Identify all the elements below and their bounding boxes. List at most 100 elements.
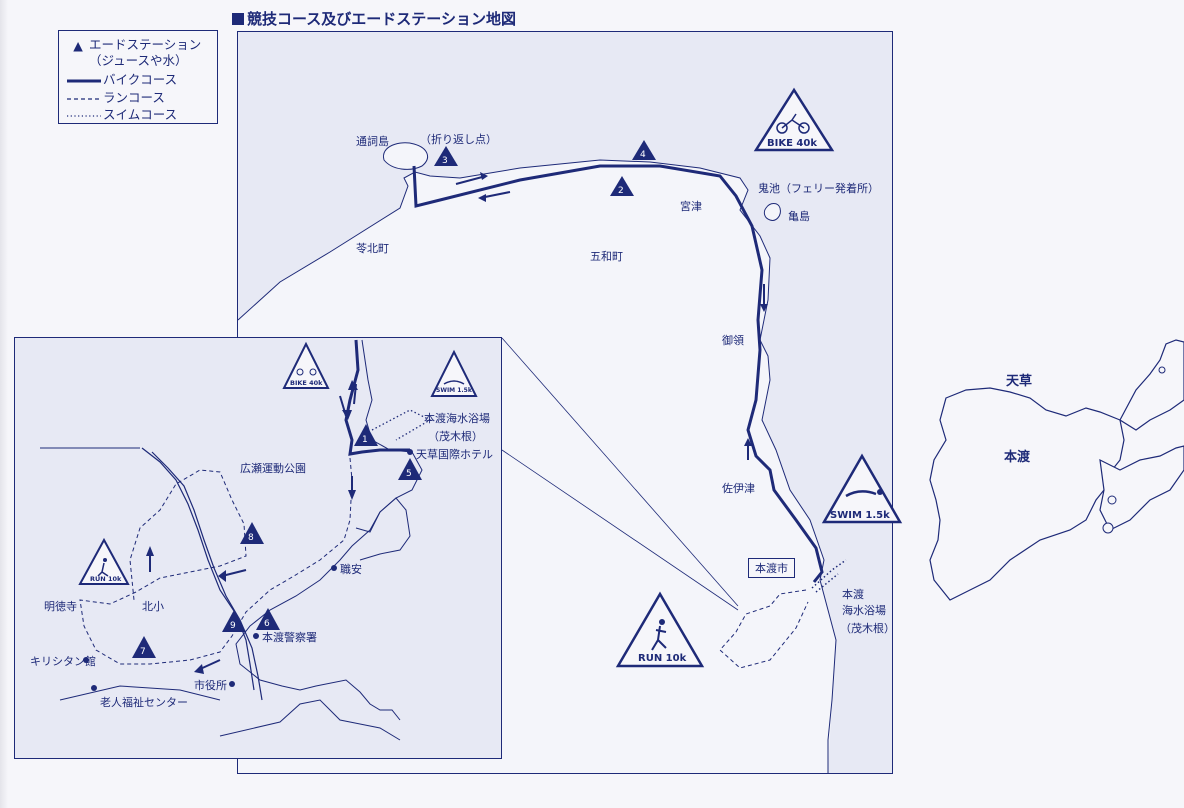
aid-station-9-number: 9 xyxy=(230,621,236,631)
inset-label-beach-1: 本渡海水浴場 xyxy=(424,412,490,425)
legend-box: ▲ エードステーション （ジュースや水） バイクコース ランコース スイムコース xyxy=(58,30,218,124)
aid-triangle-icon: ▲ xyxy=(73,38,83,53)
aid-station-7: 7 xyxy=(132,636,156,658)
legend-run-row: ランコース xyxy=(67,87,165,106)
inset-label-meitokuji: 明徳寺 xyxy=(44,600,77,613)
run-course xyxy=(719,589,809,669)
inset-label-shokuan: 職安 xyxy=(340,563,362,576)
bike-arrow-west-head xyxy=(478,194,486,202)
bike-badge: BIKE 40k xyxy=(753,87,835,152)
title-square-icon xyxy=(232,13,244,25)
inset-coastline xyxy=(235,339,423,721)
inset-bike-course xyxy=(344,339,410,456)
run-badge-label: RUN 10k xyxy=(638,653,687,664)
dot-police xyxy=(253,633,259,639)
label-tsushijima: 通詞島 xyxy=(356,135,389,148)
map-title: 競技コース及びエードステーション地図 xyxy=(232,8,516,29)
inset-arrow-5-head xyxy=(146,546,154,556)
bike-arrow-north-head xyxy=(744,438,752,446)
upper-island xyxy=(1119,339,1184,431)
bike-arrow-south-head xyxy=(760,304,768,312)
legend-run-label: ランコース xyxy=(103,90,165,105)
aid-station-9: 9 xyxy=(222,610,246,632)
aid-station-2-number: 2 xyxy=(618,186,624,196)
label-hondo-beach-3: （茂木根） xyxy=(840,622,895,635)
inset-arrow-4-head xyxy=(218,570,226,582)
inset-swim-course xyxy=(371,409,432,441)
run-badge-small: RUN 10k xyxy=(78,537,130,585)
legend-swim-label: スイムコース xyxy=(103,107,178,122)
inset-label-cityhall: 市役所 xyxy=(194,679,227,692)
inset-label-beach-2: （茂木根） xyxy=(428,430,483,443)
inset-coastline-b xyxy=(355,497,411,561)
east-island xyxy=(1099,445,1184,531)
bike-line-icon xyxy=(67,79,101,82)
inset-arrow-3-head xyxy=(348,490,356,500)
aid-station-6-number: 6 xyxy=(264,619,270,629)
swim-badge-label: SWIM 1.5k xyxy=(830,510,890,521)
inset-coastline-c xyxy=(219,699,401,741)
aid-station-3-number: 3 xyxy=(442,156,448,166)
aid-station-1-number: 1 xyxy=(362,435,368,445)
label-onike: 鬼池（フェリー発着所） xyxy=(758,182,879,195)
aid-station-3: 3 xyxy=(434,146,458,166)
legend-aid-row: ▲ エードステーション xyxy=(67,34,201,53)
inset-label-hotel: 天草国際ホテル xyxy=(416,448,493,461)
legend-aid-sub: （ジュースや水） xyxy=(89,50,188,69)
aid-station-5: 5 xyxy=(398,458,422,480)
inset-label-park: 広瀬運動公園 xyxy=(240,462,306,475)
page-fold-shadow xyxy=(0,0,8,808)
inset-arrow-1-head xyxy=(348,380,358,390)
overview-label-hondo: 本渡 xyxy=(1004,450,1031,465)
bike-badge-label: BIKE 40k xyxy=(767,138,817,149)
bike-arrow-east-head xyxy=(480,172,488,180)
inset-connector-top xyxy=(501,337,739,607)
land-northwest xyxy=(238,32,892,773)
inset-road-south xyxy=(59,685,221,701)
inset-arrow-6-head xyxy=(194,664,204,674)
label-kameshima: 亀島 xyxy=(788,210,810,223)
legend-aid-label: エードステーション xyxy=(89,37,202,52)
swim-badge-small: SWIM 1.5k xyxy=(430,349,478,397)
run-badge: RUN 10k xyxy=(615,591,705,668)
dot-kirishitan xyxy=(83,657,89,663)
amakusa-island xyxy=(929,387,1125,601)
aid-station-2: 2 xyxy=(610,176,634,196)
label-hondo-beach-1: 本渡 xyxy=(842,588,864,601)
inset-run-course xyxy=(79,457,353,665)
kameshima-island xyxy=(763,203,781,221)
aid-station-7-number: 7 xyxy=(140,647,146,657)
legend-bike-row: バイクコース xyxy=(67,69,177,88)
aid-station-1: 1 xyxy=(354,424,378,446)
label-miyazu: 宮津 xyxy=(680,200,702,213)
small-island-1 xyxy=(1102,522,1114,534)
inset-river-2 xyxy=(151,451,263,701)
legend-swim-row: スイムコース xyxy=(67,104,177,123)
inset-label-kitasho: 北小 xyxy=(142,600,164,613)
overview-label-amakusa: 天草 xyxy=(1006,374,1033,389)
tsushijima-island xyxy=(383,142,429,170)
label-itsuwa: 五和町 xyxy=(590,250,623,263)
small-island-3 xyxy=(1158,366,1166,374)
inset-label-elderly: 老人福祉センター xyxy=(100,696,188,709)
dot-hotel xyxy=(407,449,413,455)
map-title-text: 競技コース及びエードステーション地図 xyxy=(247,10,516,28)
swim-badge: SWIM 1.5k xyxy=(821,453,903,524)
inset-connector-bottom xyxy=(501,449,739,611)
inset-river xyxy=(141,447,255,691)
bike-badge-small: BIKE 40k xyxy=(282,341,330,389)
dot-shokuan xyxy=(331,565,337,571)
bike-course xyxy=(412,164,824,583)
run-line-icon xyxy=(67,97,101,100)
aid-station-8: 8 xyxy=(240,522,264,544)
small-island-2 xyxy=(1107,495,1117,505)
swim-course-2 xyxy=(815,573,839,593)
aid-station-5-number: 5 xyxy=(406,469,412,479)
label-hondo-city: 本渡市 xyxy=(748,558,795,578)
inset-label-police: 本渡警察署 xyxy=(262,631,317,644)
label-hondo-beach-2: 海水浴場 xyxy=(842,604,886,617)
swim-badge-small-label: SWIM 1.5k xyxy=(436,387,473,394)
aid-station-4-number: 4 xyxy=(640,150,646,160)
